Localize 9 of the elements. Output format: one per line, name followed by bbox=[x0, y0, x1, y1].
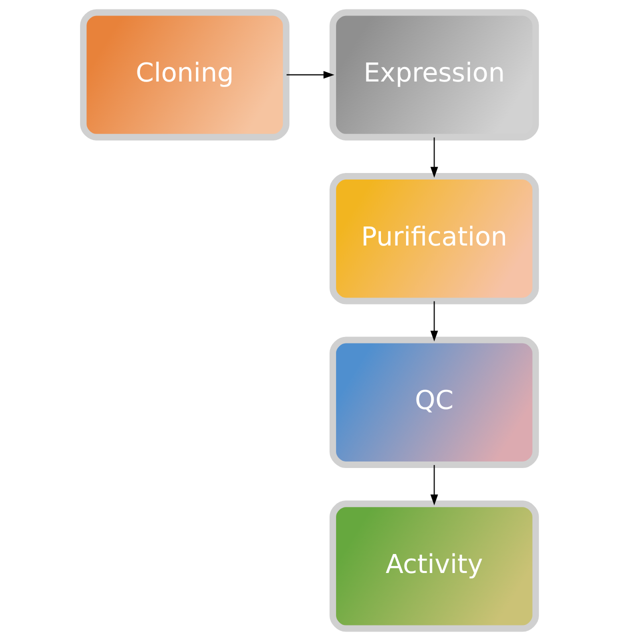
node-box: QC bbox=[329, 336, 538, 468]
arrow bbox=[430, 301, 438, 342]
node-box: Activity bbox=[329, 500, 538, 632]
arrow bbox=[286, 71, 334, 79]
node-box: Expression bbox=[329, 9, 538, 140]
arrow bbox=[430, 465, 438, 506]
node-box: Cloning bbox=[80, 9, 289, 140]
node-box: Purification bbox=[329, 172, 538, 304]
arrow bbox=[430, 137, 438, 178]
